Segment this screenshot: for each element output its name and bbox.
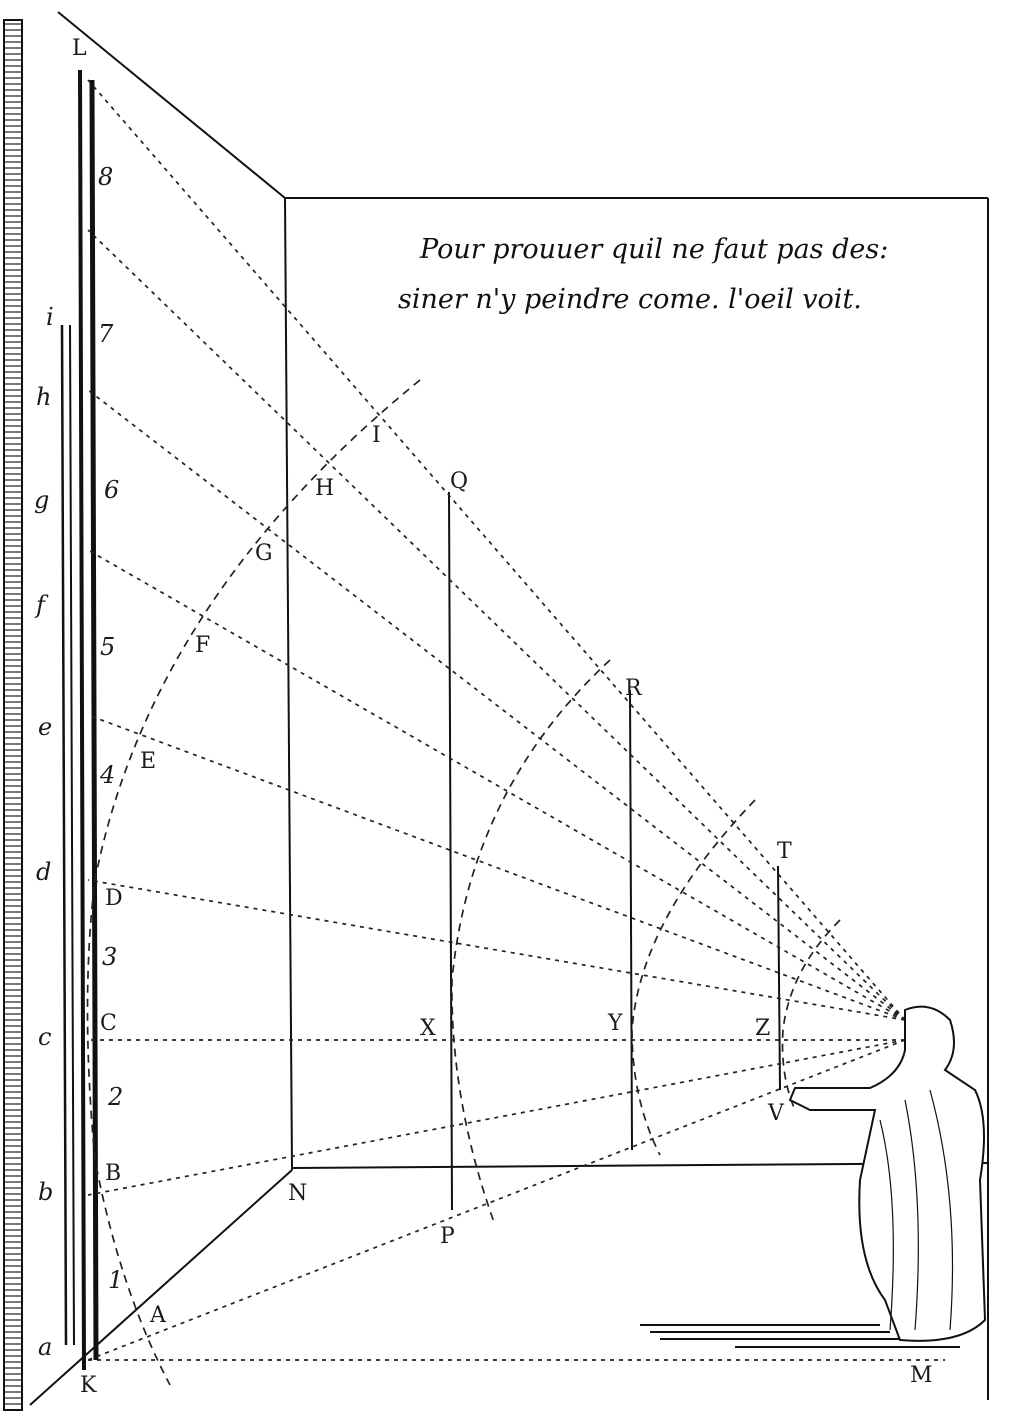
scale-rod: [3, 19, 23, 1411]
label-V: V: [767, 1101, 785, 1126]
number-1: 1: [108, 1266, 123, 1294]
caption-line-2: siner n'y peindre come. l'oeil voit.: [398, 284, 862, 315]
arc-curves: [86, 379, 841, 1386]
label-g: g: [34, 486, 49, 514]
label-Y: Y: [607, 1011, 623, 1036]
label-e: e: [38, 713, 52, 741]
label-K: K: [80, 1373, 97, 1398]
label-N: N: [288, 1181, 307, 1206]
label-Z: Z: [755, 1016, 770, 1041]
caption-line-1: Pour prouuer quil ne faut pas des:: [419, 234, 888, 265]
number-2: 2: [107, 1083, 123, 1111]
label-B: B: [105, 1161, 121, 1186]
observer-figure: [788, 1005, 987, 1342]
label-X: X: [420, 1016, 436, 1041]
number-4: 4: [99, 761, 115, 789]
label-G: G: [255, 541, 273, 566]
wall-frame: [29, 11, 989, 1406]
label-P: P: [440, 1224, 455, 1249]
number-5: 5: [100, 633, 115, 661]
label-F: F: [195, 633, 210, 658]
label-f: f: [34, 591, 49, 619]
label-C: C: [100, 1011, 117, 1036]
label-E: E: [140, 749, 156, 774]
label-b: b: [38, 1178, 53, 1206]
label-T: T: [777, 839, 792, 864]
label-A: A: [149, 1303, 167, 1328]
number-3: 3: [102, 943, 117, 971]
visual-rays: [87, 79, 945, 1361]
number-6: 6: [104, 476, 119, 504]
label-I: I: [372, 423, 381, 448]
number-7: 7: [98, 320, 114, 348]
label-R: R: [625, 676, 643, 701]
label-i: i: [46, 303, 54, 331]
ground-shadow: [640, 1324, 960, 1348]
label-c: c: [38, 1023, 51, 1051]
label-h: h: [36, 383, 51, 411]
label-a: a: [38, 1333, 52, 1361]
label-M: M: [910, 1363, 933, 1388]
measure-lines: [448, 491, 781, 1211]
label-d: d: [36, 858, 51, 886]
number-8: 8: [98, 163, 113, 191]
label-H: H: [315, 476, 334, 501]
staff-ia: [60, 324, 75, 1346]
label-Q: Q: [450, 469, 468, 494]
label-D: D: [105, 886, 123, 911]
staff-lk: [78, 69, 99, 1371]
label-L: L: [72, 36, 87, 61]
